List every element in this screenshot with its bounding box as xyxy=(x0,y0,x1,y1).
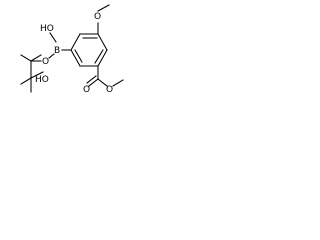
bond-c1-methyl-up xyxy=(20,54,32,62)
bond-ester-c-o-left xyxy=(88,78,99,87)
ring-oxygen-label: O xyxy=(42,57,49,67)
bond-ester-c-o-left-double xyxy=(86,75,97,84)
bond-ester-c-o-right xyxy=(97,78,108,87)
ester-oxygen-label: O xyxy=(106,85,113,95)
methoxy-oxygen-label: O xyxy=(94,12,101,22)
bond-layer xyxy=(20,4,124,93)
bond-ring-6 xyxy=(70,33,81,51)
bond-c1-methyl-right xyxy=(30,54,42,62)
carbonyl-oxygen-label: O xyxy=(83,85,90,95)
bond-ester-o-methyl xyxy=(112,79,124,87)
bond-ring-3 xyxy=(97,49,108,67)
label-layer: HO B O HO O O O xyxy=(35,12,113,95)
bond-top-methyl xyxy=(97,4,110,12)
bond-c2-oh xyxy=(30,71,44,79)
bond-ring-double-left xyxy=(74,49,83,63)
structure-svg: HO B O HO O O O xyxy=(20,4,124,95)
bond-c2-methyl-left xyxy=(20,77,32,85)
hydroxyl-label-upper: HO xyxy=(40,24,54,34)
structure-canvas: HO B O HO O O O xyxy=(0,0,140,111)
bond-ring-double-right xyxy=(94,49,104,64)
boron-label: B xyxy=(54,46,60,56)
bond-ring-2 xyxy=(97,33,108,51)
bond-ring-5 xyxy=(70,49,81,67)
bond-b-o-ring xyxy=(48,53,55,59)
hydroxyl-label-lower: HO xyxy=(35,75,49,85)
bond-b-oh xyxy=(49,32,57,43)
